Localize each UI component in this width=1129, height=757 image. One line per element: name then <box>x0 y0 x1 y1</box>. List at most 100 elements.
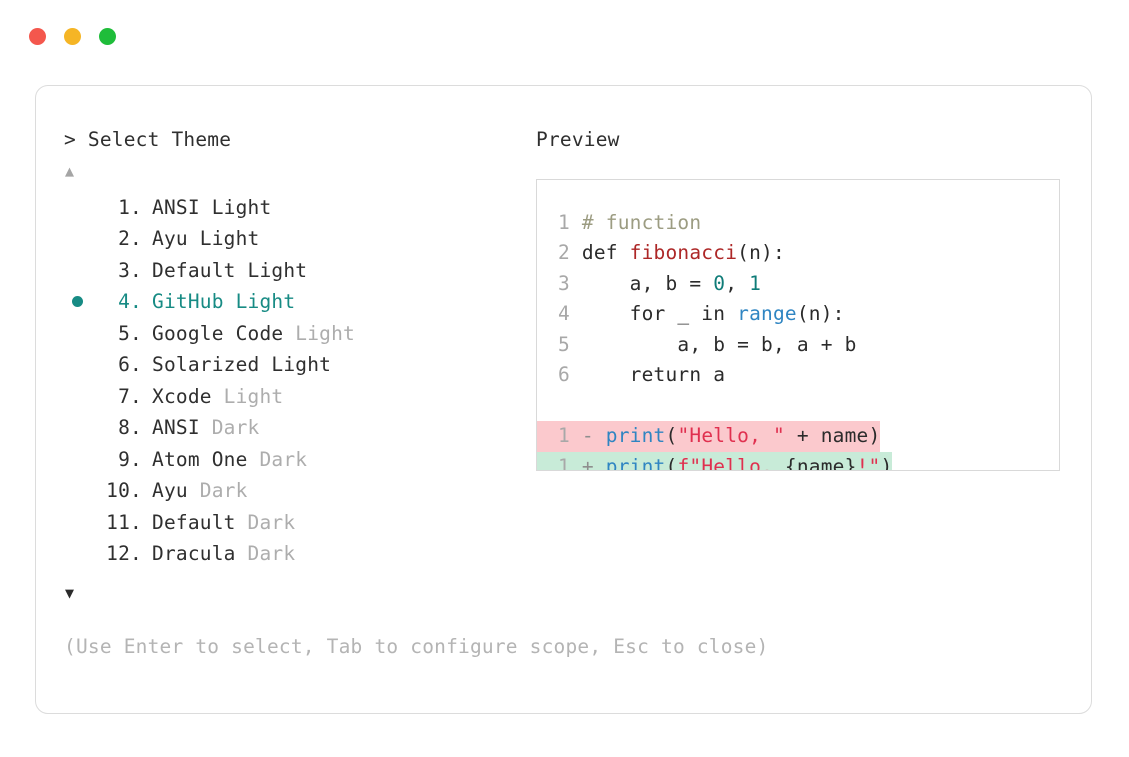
list-item-label: Default <box>152 510 236 534</box>
list-item[interactable]: 2. Ayu Light <box>64 223 534 255</box>
list-item-label: Default <box>152 258 236 282</box>
code-line: 1 # function <box>537 208 1059 239</box>
code-token-text: for _ in <box>581 302 738 325</box>
window-controls <box>29 28 116 45</box>
code-line: 5 a, b = b, a + b <box>537 330 1059 361</box>
code-token-string: f"Hello, <box>677 454 785 471</box>
list-item[interactable]: 1. ANSI Light <box>64 192 534 224</box>
line-number: 1 <box>558 454 570 471</box>
list-item-label: Dracula <box>152 542 236 566</box>
theme-picker-card: > Select Theme ▲ 1. ANSI Light 2. Ayu Li… <box>35 85 1092 714</box>
line-number: 3 <box>558 271 570 295</box>
list-item-variant: Light <box>223 384 284 408</box>
list-item-variant: Dark <box>247 542 296 566</box>
list-item[interactable]: 6. Solarized Light <box>64 349 534 381</box>
line-number: 2 <box>558 241 570 264</box>
list-item[interactable]: 8. ANSI Dark <box>64 412 534 444</box>
preview-label: Preview <box>536 128 620 151</box>
list-item-variant: Light <box>271 353 332 377</box>
code-token-text: return a <box>581 363 726 386</box>
line-number: 6 <box>558 363 570 386</box>
code-token-punct: ( <box>665 454 678 471</box>
list-item-selected[interactable]: 4. GitHub Light <box>64 286 534 318</box>
minimize-dot[interactable] <box>64 28 81 45</box>
list-item-label: GitHub <box>152 290 224 314</box>
code-token-punct: , <box>725 271 750 295</box>
line-number: 1 <box>558 210 570 234</box>
list-item-label: Atom One <box>152 447 248 471</box>
list-item-variant: Dark <box>259 447 308 471</box>
selection-bullet-slot <box>64 296 100 308</box>
list-item[interactable]: 7. Xcode Light <box>64 381 534 413</box>
list-item-label: ANSI <box>152 195 200 219</box>
list-item-index: 5. <box>106 321 142 345</box>
list-item-label: Solarized <box>152 353 260 377</box>
list-item-index: 2. <box>106 227 142 251</box>
list-item-index: 9. <box>106 447 142 471</box>
close-dot[interactable] <box>29 28 46 45</box>
list-item[interactable]: 9. Atom One Dark <box>64 444 534 476</box>
list-item-label: Ayu <box>152 227 188 251</box>
code-token-builtin: print <box>605 424 666 447</box>
code-token-builtin: print <box>605 454 666 471</box>
theme-selector-pane: > Select Theme ▲ 1. ANSI Light 2. Ayu Li… <box>64 130 534 608</box>
code-token-keyword: def <box>581 241 630 264</box>
code-preview-box: 1 # function 2 def fibonacci(n): 3 a, b … <box>536 178 1060 471</box>
code-token-text: + name <box>784 424 869 447</box>
code-token-string: ! <box>856 454 869 471</box>
code-line: 6 return a <box>537 360 1059 391</box>
list-item-label: Google Code <box>152 321 284 345</box>
list-item-variant: Light <box>247 258 308 282</box>
list-item[interactable]: 12. Dracula Dark <box>64 538 534 570</box>
list-item-variant: Light <box>199 227 260 251</box>
code-line: 3 a, b = 0, 1 <box>537 269 1059 300</box>
code-token-number: 0 <box>713 271 726 295</box>
code-token-punct: (n): <box>737 241 785 264</box>
code-token-function: fibonacci <box>629 241 738 264</box>
code-token-number: 1 <box>749 271 762 295</box>
card-body: > Select Theme ▲ 1. ANSI Light 2. Ayu Li… <box>36 86 1091 713</box>
preview-pane: Preview 1 # function 2 def fibonacci(n):… <box>536 130 1066 471</box>
list-item-variant: Dark <box>199 479 248 503</box>
list-item-label: Ayu <box>152 479 188 503</box>
list-item-variant: Light <box>295 321 355 345</box>
list-item-index: 3. <box>106 258 142 282</box>
selected-bullet-icon <box>72 296 83 308</box>
list-item-index: 12. <box>106 542 142 566</box>
scroll-up-arrow-icon[interactable]: ▲ <box>65 161 75 180</box>
list-item[interactable]: 10. Ayu Dark <box>64 475 534 507</box>
keyboard-hint-text: (Use Enter to select, Tab to configure s… <box>64 635 769 658</box>
list-item-index: 6. <box>106 353 142 377</box>
list-item-variant: Light <box>211 195 272 219</box>
code-token-string: "Hello, " <box>677 424 785 447</box>
code-token-builtin: range <box>737 302 797 325</box>
maximize-dot[interactable] <box>99 28 116 45</box>
code-token-comment: # function <box>581 210 702 234</box>
code-token-punct: ) <box>880 454 893 471</box>
line-number: 4 <box>558 302 570 325</box>
list-item-variant: Dark <box>247 510 296 534</box>
list-item[interactable]: 11. Default Dark <box>64 507 534 539</box>
code-token-punct: (n): <box>796 302 845 325</box>
code-token-fstring-expr: {name} <box>784 454 857 471</box>
line-number: 1 <box>558 424 570 447</box>
list-item[interactable]: 3. Default Light <box>64 255 534 287</box>
code-token-text: a, b = b, a + b <box>581 332 857 356</box>
code-line: 2 def fibonacci(n): <box>537 238 1059 269</box>
code-line: 4 for _ in range(n): <box>537 299 1059 330</box>
diff-line-removed: 1 - print("Hello, " + name) <box>537 421 1059 452</box>
page-title: > Select Theme <box>64 128 232 151</box>
diff-line-added: 1 + print(f"Hello, {name}!") <box>537 451 1059 471</box>
code-token-punct: ) <box>868 424 881 447</box>
scroll-down-arrow-icon[interactable]: ▼ <box>65 583 75 602</box>
code-spacer <box>537 391 1059 422</box>
list-item-index: 7. <box>106 384 142 408</box>
list-item-index: 1. <box>106 195 142 219</box>
list-item-variant: Light <box>235 290 296 314</box>
list-item-label: ANSI <box>152 416 200 440</box>
list-item[interactable]: 5. Google Code Light <box>64 318 534 350</box>
line-number: 5 <box>558 332 570 356</box>
list-item-index: 10. <box>106 479 142 503</box>
code-token-text: a, b = <box>581 271 714 295</box>
code-token-punct: ( <box>665 424 678 447</box>
